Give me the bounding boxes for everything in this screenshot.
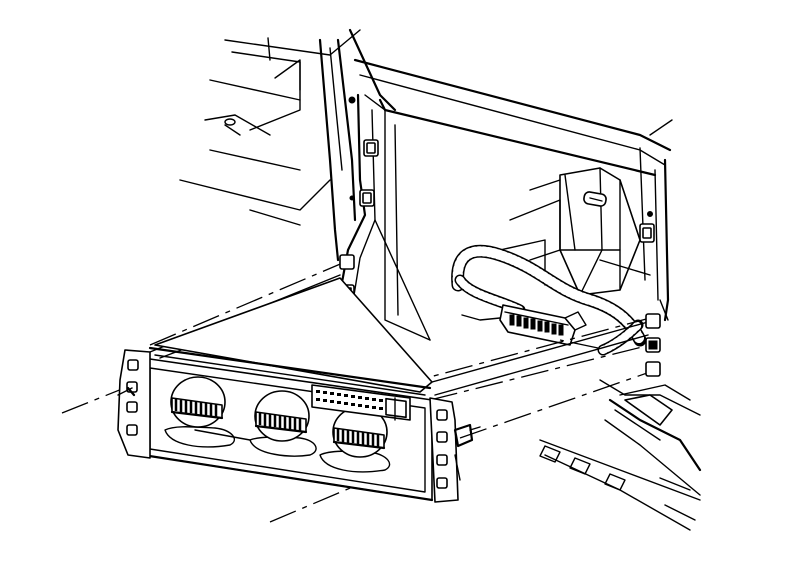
wiring-harness [451, 244, 647, 356]
control-knob-left [170, 376, 226, 428]
control-knob-right [332, 406, 388, 458]
fastener-right [453, 423, 481, 481]
control-button-grid [311, 384, 411, 421]
control-knob-center [254, 390, 310, 442]
harness-connector [499, 304, 587, 346]
mounting-bracket [499, 167, 651, 296]
fastener-left [117, 386, 136, 397]
instrument-panel-frame [179, 28, 702, 531]
hvac-control-assembly [117, 277, 459, 503]
